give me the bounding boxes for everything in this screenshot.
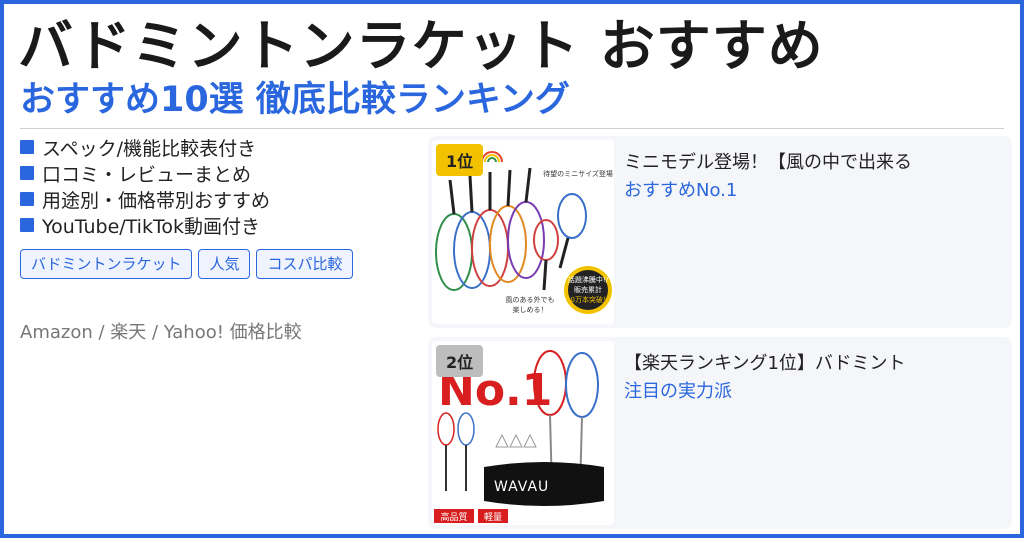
image-wind-line2: 楽しめる！ [513,305,548,314]
rackets-illustration: No.1 WAVAU 高品質 軽量 [434,350,604,523]
image-brand-text: WAVAU [494,479,549,495]
product-image[interactable]: 話題沸騰中!/ 販売累計 20万本突破！ 待望のミニサイズ登場 風のある外でも … [432,140,614,324]
tag-list: バドミントンラケット 人気 コスパ比較 [20,249,354,279]
tag-cost-performance[interactable]: コスパ比較 [256,249,354,279]
image-badge-line3: 20万本突破！ [566,295,610,304]
feature-item: 用途別・価格帯別おすすめ [20,186,270,212]
product-card-rank-2[interactable]: No.1 WAVAU 高品質 軽量 2位 【楽天ランキング1位】バドミ [428,337,1012,529]
tag-popular[interactable]: 人気 [198,249,251,279]
product-title[interactable]: 【楽天ランキング1位】バドミント [624,353,906,374]
divider [20,128,1004,129]
image-badge-line1: 話題沸騰中!/ [568,275,609,284]
feature-item: YouTube/TikTok動画付き [20,212,270,238]
rank-badge: 1位 [436,144,484,176]
bullet-square-icon [20,218,34,232]
tag-badminton-racket[interactable]: バドミントンラケット [20,249,193,279]
bullet-square-icon [20,192,34,206]
price-compare-sources: Amazon / 楽天 / Yahoo! 価格比較 [20,322,302,343]
image-caption: 待望のミニサイズ登場 [543,169,613,178]
product-card-rank-1[interactable]: 話題沸騰中!/ 販売累計 20万本突破！ 待望のミニサイズ登場 風のある外でも … [428,136,1012,328]
rackets-illustration: 話題沸騰中!/ 販売累計 20万本突破！ 待望のミニサイズ登場 風のある外でも … [435,151,613,314]
product-title[interactable]: ミニモデル登場！【風の中で出来る [624,152,912,173]
image-label-2: 軽量 [484,512,502,523]
bullet-square-icon [20,166,34,180]
rank-badge: 2位 [436,345,484,377]
product-image[interactable]: No.1 WAVAU 高品質 軽量 2位 [432,341,614,525]
image-label-1: 高品質 [440,511,467,523]
image-wind-line1: 風のある外でも [506,295,555,304]
feature-item: スペック/機能比較表付き [20,134,270,160]
bullet-square-icon [20,140,34,154]
image-badge-line2: 販売累計 [574,285,602,294]
product-tagline: おすすめNo.1 [624,180,738,201]
feature-list: スペック/機能比較表付き 口コミ・レビューまとめ 用途別・価格帯別おすすめ Yo… [20,134,270,238]
feature-item: 口コミ・レビューまとめ [20,160,270,186]
page-subtitle: おすすめ10選 徹底比較ランキング [20,80,570,120]
page-title: バドミントンラケット おすすめ [18,14,824,78]
product-tagline: 注目の実力派 [624,381,732,402]
